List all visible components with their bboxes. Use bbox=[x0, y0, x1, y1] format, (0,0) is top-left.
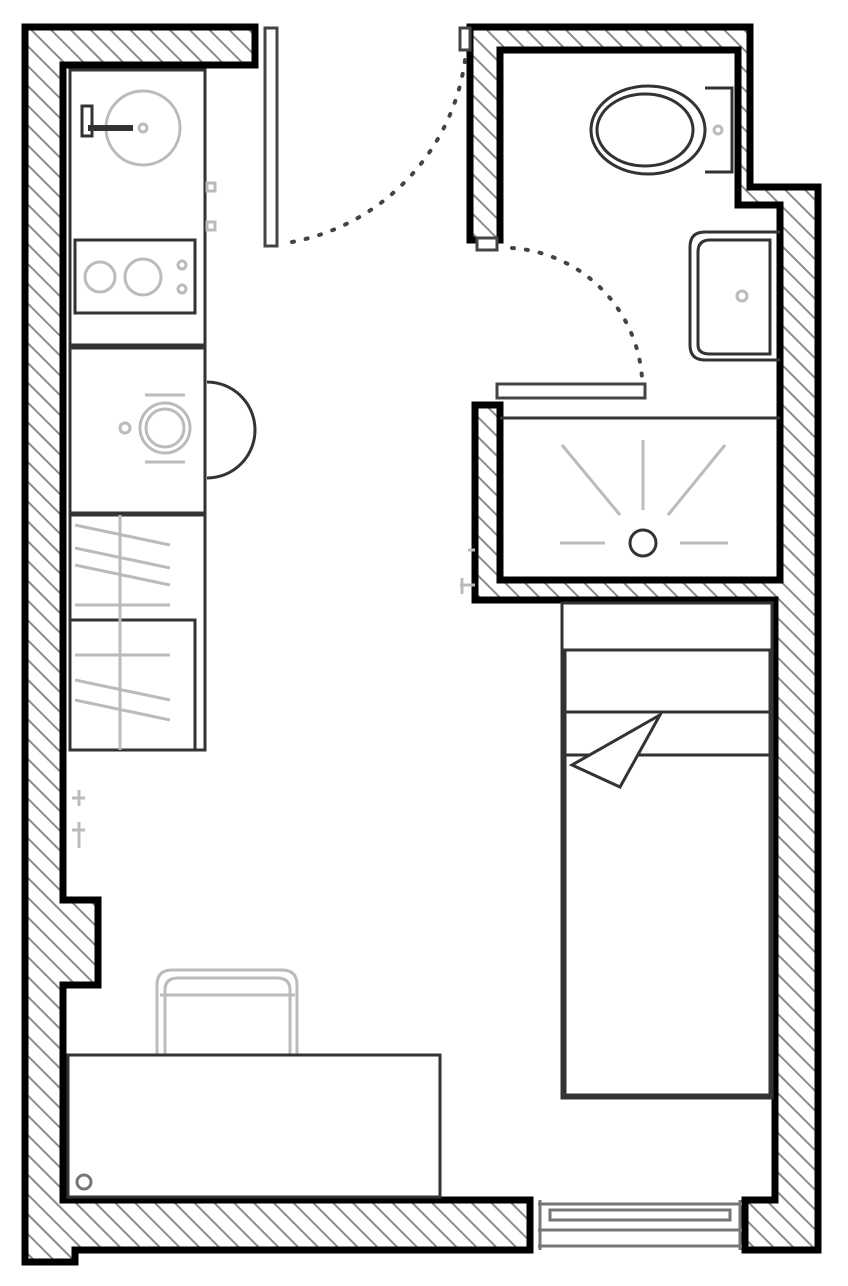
washing-machine bbox=[68, 346, 257, 515]
window bbox=[538, 1200, 742, 1250]
shower bbox=[500, 416, 780, 558]
bathroom-door bbox=[475, 236, 647, 400]
cooktop bbox=[73, 238, 197, 315]
coat-hooks bbox=[72, 548, 475, 848]
kitchen-counter bbox=[68, 68, 257, 752]
left-wall bbox=[21, 23, 534, 1266]
shelving bbox=[68, 513, 207, 752]
bed bbox=[560, 601, 774, 1100]
kitchen-sink bbox=[80, 89, 182, 167]
right-wall bbox=[466, 23, 822, 1254]
desk bbox=[66, 1053, 442, 1199]
outlet-icon bbox=[75, 1173, 93, 1191]
chair bbox=[155, 968, 299, 1057]
toilet bbox=[589, 84, 734, 176]
entrance-door bbox=[263, 26, 472, 248]
bathroom-sink bbox=[688, 230, 780, 362]
